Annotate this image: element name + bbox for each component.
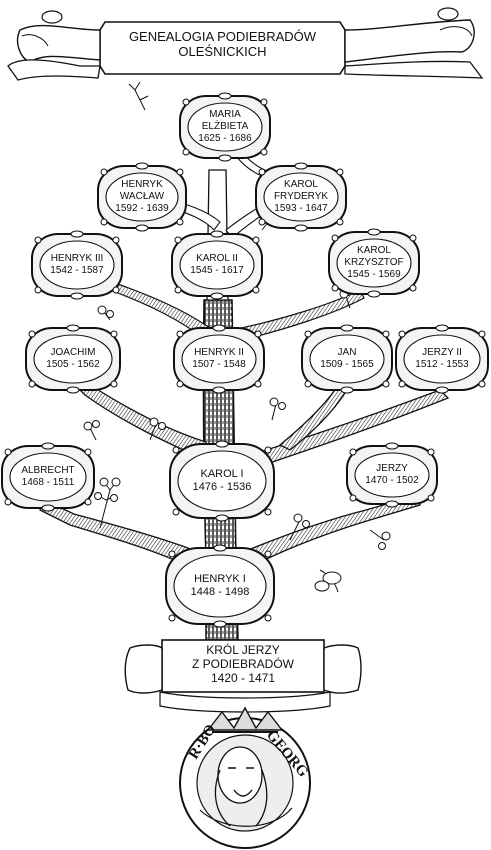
person-name-line-1: KAROL II <box>196 253 238 264</box>
person-dates: 1505 - 1562 <box>46 359 100 370</box>
person-name-line-2: FRYDERYK <box>273 191 329 202</box>
person-name-line-1: KAROL I <box>200 468 244 480</box>
frame-karol-fryderyk <box>255 162 347 232</box>
person-name-line-1: HENRYK III <box>50 253 104 264</box>
title-line-1: GENEALOGIA PODIEBRADÓW <box>128 29 317 44</box>
person-dates: 1509 - 1565 <box>320 359 374 370</box>
person-henryk-waclaw: HENRYK WACŁAW 1592 - 1639 <box>100 168 184 226</box>
person-name-line-1: HENRYK <box>121 179 163 190</box>
person-name-line-1: JERZY <box>376 463 408 474</box>
frame-karol-krzysztof <box>328 228 420 298</box>
person-karol-ii: KAROL II 1545 - 1617 <box>174 236 260 294</box>
branch-upper-right <box>231 289 365 343</box>
root-dates: 1420 - 1471 <box>210 671 276 685</box>
person-name-line-2: WACŁAW <box>119 191 165 202</box>
person-name-line-1: HENRYK I <box>194 573 246 585</box>
person-joachim: JOACHIM 1505 - 1562 <box>28 330 118 388</box>
person-jan: JAN 1509 - 1565 <box>304 330 390 388</box>
coin-portrait: R·BO GEORG <box>179 706 311 849</box>
frame-jan <box>301 324 393 394</box>
person-name-line-2: ELŻBIETA <box>201 121 249 132</box>
person-name-line-1: JAN <box>337 347 357 358</box>
person-dates: 1468 - 1511 <box>21 477 75 488</box>
person-name-line-1: JERZY II <box>422 347 462 358</box>
person-dates: 1476 - 1536 <box>192 481 252 493</box>
person-henryk-ii: HENRYK II 1507 - 1548 <box>176 330 262 388</box>
person-dates: 1592 - 1639 <box>115 203 169 214</box>
title-line-2: OLEŚNICKICH <box>178 44 267 59</box>
person-dates: 1448 - 1498 <box>190 586 250 598</box>
person-dates: 1470 - 1502 <box>365 475 419 486</box>
person-jerzy-ii: JERZY II 1512 - 1553 <box>398 330 486 388</box>
title-scroll <box>7 7 484 81</box>
frame-henryk-i <box>165 544 275 628</box>
frame-karol-ii <box>171 230 263 300</box>
root-scroll <box>124 639 362 713</box>
person-dates: 1542 - 1587 <box>50 265 104 276</box>
person-name-line-1: JOACHIM <box>50 347 96 358</box>
frame-albrecht <box>1 442 95 512</box>
person-maria-elzbieta: MARIA ELŻBIETA 1625 - 1686 <box>182 98 268 156</box>
person-dates: 1507 - 1548 <box>192 359 246 370</box>
root-banner: KRÓL JERZY Z PODIEBRADÓW 1420 - 1471 <box>162 643 324 685</box>
person-name-line-1: MARIA <box>209 109 241 120</box>
root-line-1: KRÓL JERZY <box>206 643 280 657</box>
person-karol-fryderyk: KAROL FRYDERYK 1593 - 1647 <box>258 168 344 226</box>
frame-karol-i <box>169 440 275 522</box>
person-dates: 1545 - 1569 <box>347 269 401 280</box>
person-albrecht: ALBRECHT 1468 - 1511 <box>4 448 92 506</box>
title-banner: GENEALOGIA PODIEBRADÓW OLEŚNICKICH <box>105 29 340 59</box>
person-name-line-1: KAROL <box>357 245 391 256</box>
person-name-line-2: KRZYSZTOF <box>344 257 404 268</box>
frame-jerzy-ii <box>395 324 489 394</box>
frame-henryk-ii <box>173 324 265 394</box>
person-dates: 1545 - 1617 <box>190 265 244 276</box>
person-name-line-1: HENRYK II <box>194 347 244 358</box>
portrait-frames <box>1 92 489 628</box>
frame-joachim <box>25 324 121 394</box>
person-karol-krzysztof: KAROL KRZYSZTOF 1545 - 1569 <box>331 234 417 292</box>
frame-henryk-waclaw <box>97 162 187 232</box>
person-dates: 1593 - 1647 <box>274 203 328 214</box>
frame-maria-elzbieta <box>179 92 271 162</box>
frame-jerzy <box>346 442 438 508</box>
person-dates: 1512 - 1553 <box>415 359 469 370</box>
person-henryk-i: HENRYK I 1448 - 1498 <box>168 550 272 622</box>
root-line-2: Z PODIEBRADÓW <box>191 657 294 671</box>
person-jerzy: JERZY 1470 - 1502 <box>349 448 435 502</box>
person-name-line-1: ALBRECHT <box>21 465 75 476</box>
frame-henryk-iii <box>31 230 123 300</box>
person-dates: 1625 - 1686 <box>198 133 252 144</box>
leaves <box>83 81 391 593</box>
person-henryk-iii: HENRYK III 1542 - 1587 <box>34 236 120 294</box>
person-karol-i: KAROL I 1476 - 1536 <box>172 446 272 516</box>
person-name-line-1: KAROL <box>284 179 318 190</box>
